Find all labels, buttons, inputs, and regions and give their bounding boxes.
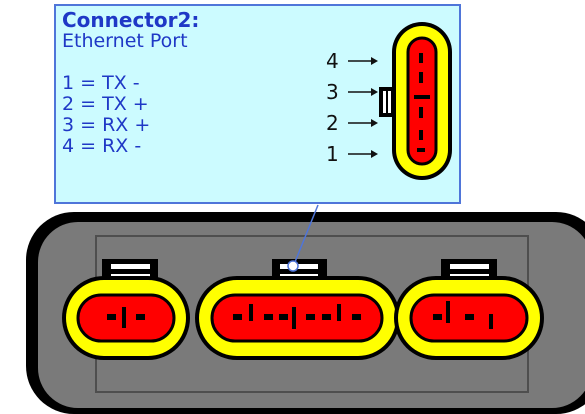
pin-number-4: 4	[326, 49, 339, 73]
pin-arrow-3	[348, 88, 378, 96]
pin-definition-1: 1 = TX -	[62, 72, 140, 94]
connector-3	[394, 259, 544, 360]
pin-definition-2: 2 = TX +	[62, 93, 149, 115]
connector-1	[62, 259, 190, 360]
side-connector	[379, 22, 452, 180]
callout-leader-line	[294, 204, 319, 263]
connector-title: Connector2:	[62, 8, 200, 32]
pin-number-2: 2	[326, 111, 339, 135]
pin-arrow-2	[348, 119, 378, 127]
pin-number-3: 3	[326, 80, 339, 104]
connector-2	[195, 259, 400, 360]
pin-arrow-4	[348, 57, 378, 65]
pin-definition-4: 4 = RX -	[62, 135, 142, 157]
pin-number-1: 1	[326, 142, 339, 166]
pin-definition-3: 3 = RX +	[62, 114, 151, 136]
connector-info-callout: Connector2: Ethernet Port 1 = TX - 2 = T…	[54, 4, 461, 204]
connector-pinout-diagram	[348, 22, 452, 180]
pin-arrow-1	[348, 150, 378, 158]
connector-subtitle: Ethernet Port	[62, 30, 188, 52]
